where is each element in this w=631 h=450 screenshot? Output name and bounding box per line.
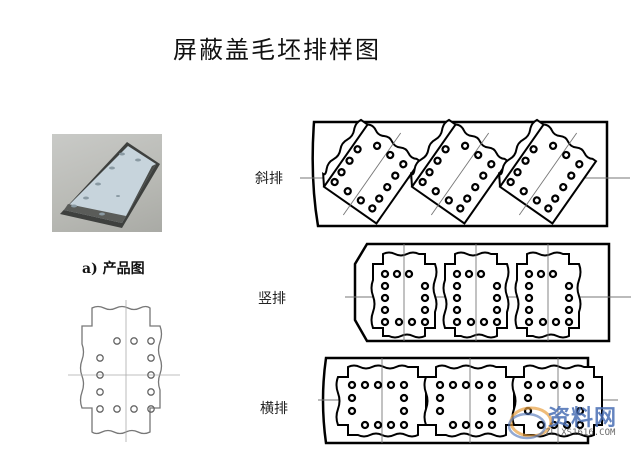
product-caption: a) 产品图 bbox=[82, 261, 145, 277]
product-image bbox=[52, 134, 162, 232]
blank-drawing bbox=[60, 296, 185, 450]
page-title: 屏蔽盖毛坯排样图 bbox=[173, 36, 381, 64]
layout-label-horizontal: 横排 bbox=[260, 401, 288, 417]
watermark-logo-icon bbox=[505, 400, 631, 446]
layout-label-diagonal: 斜排 bbox=[255, 171, 283, 187]
watermark-subtext: ZL.XS1616.COM bbox=[545, 428, 616, 438]
layout-label-vertical: 竖排 bbox=[258, 291, 286, 307]
strip-vertical bbox=[345, 240, 631, 349]
strip-diagonal bbox=[300, 108, 631, 235]
watermark-text: 资料网 bbox=[548, 406, 618, 431]
strip-horizontal bbox=[318, 355, 631, 450]
